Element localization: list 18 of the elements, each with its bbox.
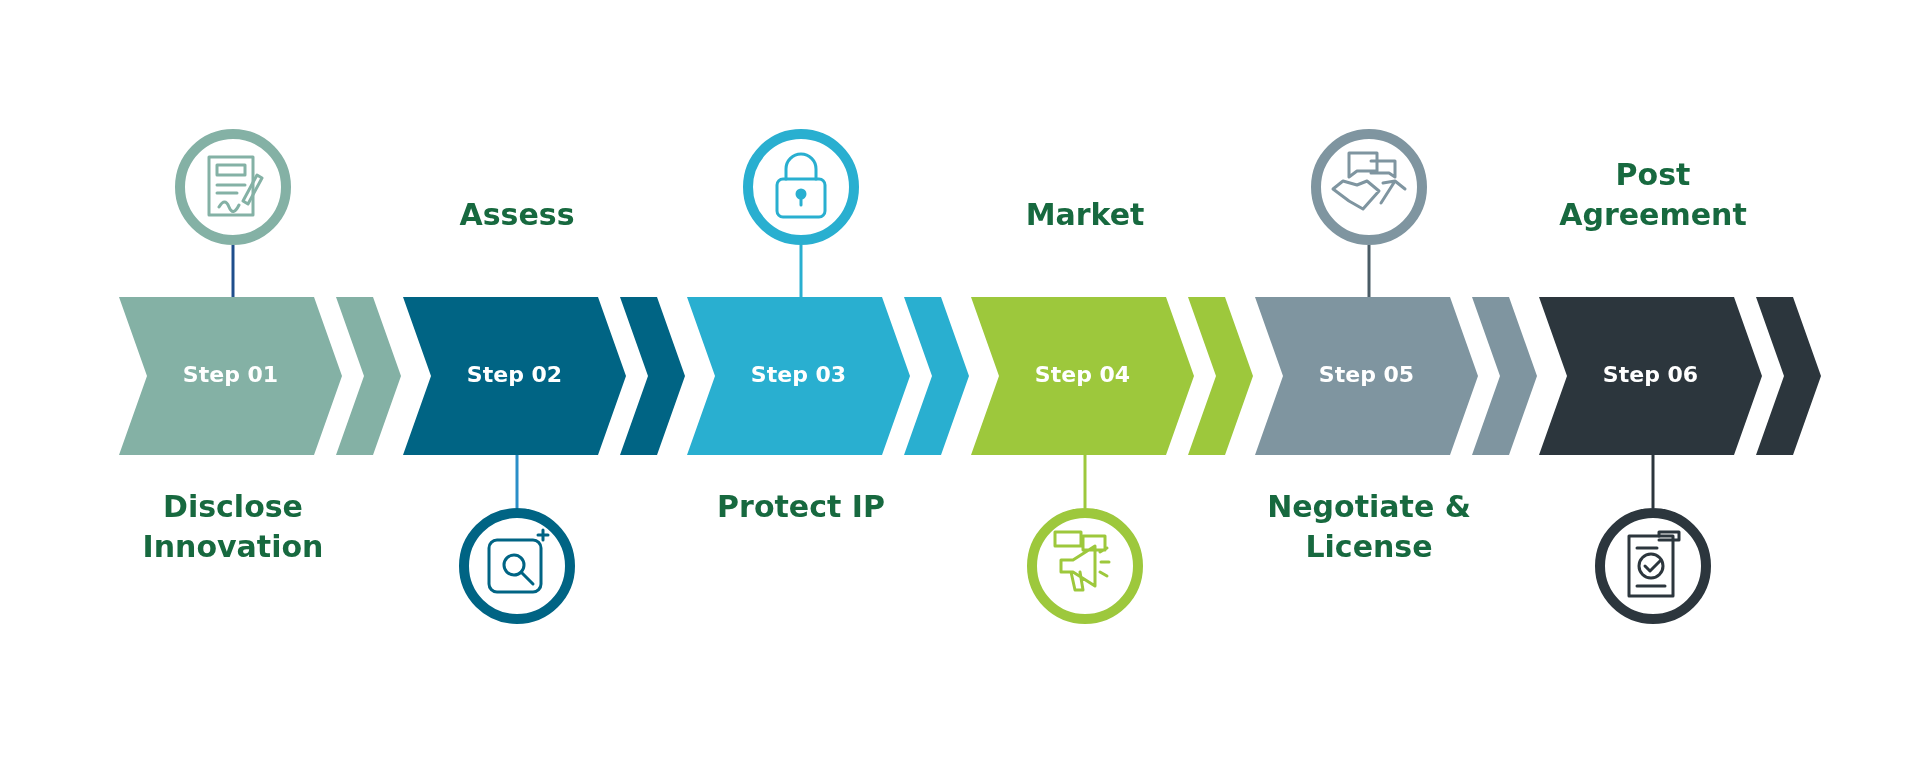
connector-line (515, 455, 519, 508)
step-label: Step 03 (749, 362, 848, 387)
connector-line (1367, 245, 1371, 297)
step-label: Step 02 (465, 362, 564, 387)
step-label: Step 06 (1601, 362, 1700, 387)
step-label: Step 01 (181, 362, 280, 387)
phase-title: Disclose Innovation (141, 488, 325, 566)
connector-line (1083, 455, 1087, 508)
phase-title: Negotiate & License (1266, 488, 1472, 566)
step-label: Step 04 (1033, 362, 1132, 387)
phase-title: Market (1024, 196, 1146, 234)
step-label: Step 05 (1317, 362, 1416, 387)
phase-title: Assess (458, 196, 576, 234)
connector-line (1651, 455, 1655, 508)
phase-title: Post Agreement (1558, 156, 1748, 234)
connector-line (231, 245, 235, 297)
connector-line (799, 245, 803, 297)
phase-title: Protect IP (716, 488, 886, 526)
